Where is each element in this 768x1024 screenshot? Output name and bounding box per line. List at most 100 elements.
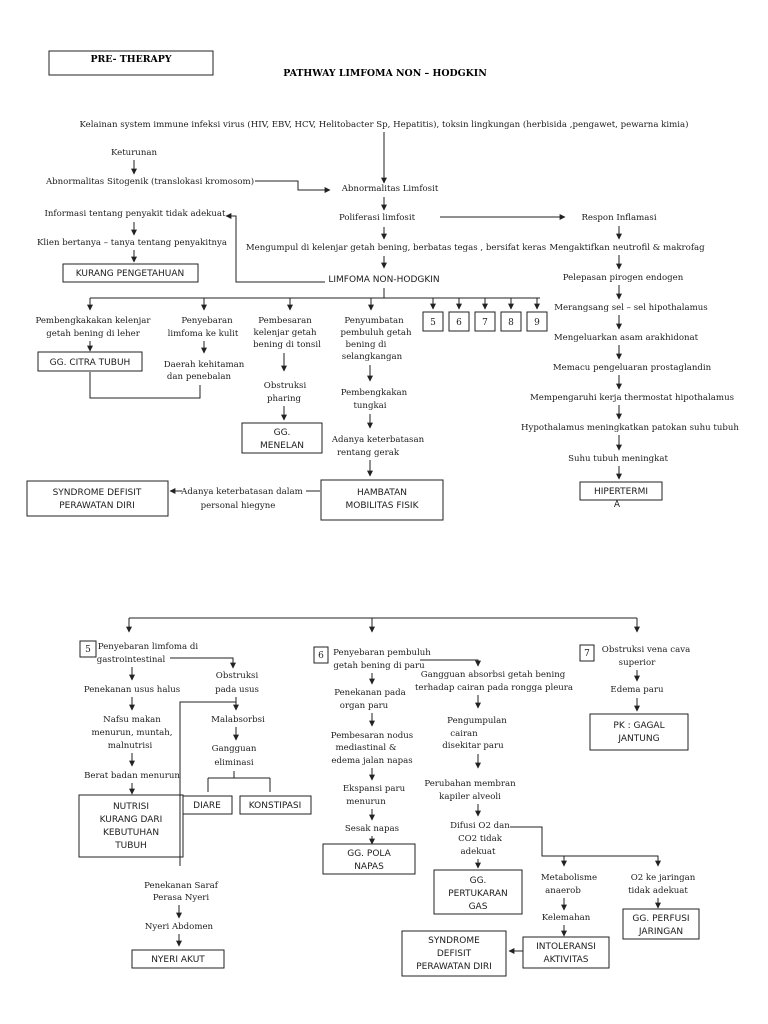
heart-failure-dx-label-1: PK : GAGAL xyxy=(613,721,664,731)
breathing-dx-label-2: NAPAS xyxy=(354,862,384,872)
gi-pain-text: Nyeri Abdomen xyxy=(145,922,214,932)
pre-therapy-label: PRE- THERAPY xyxy=(90,54,171,65)
groin-line-2: pembuluh getah xyxy=(340,328,411,338)
skin-line-2: limfoma ke kulit xyxy=(168,329,239,339)
inflammation-text: Respon Inflamasi xyxy=(581,213,656,223)
knowledge-dx-box xyxy=(62,263,199,283)
number-label-8: 8 xyxy=(508,318,514,328)
number-box-9 xyxy=(526,311,548,332)
lung-metabolism-2: anaerob xyxy=(545,886,581,896)
gi-nerve-2: Perasa Nyeri xyxy=(153,893,210,903)
gi-malabsorption-text: Malabsorbsi xyxy=(211,715,265,725)
client-asks-text: Klien bertanya – tanya tentang penyakitn… xyxy=(37,238,227,248)
heart-failure-dx-box xyxy=(589,713,689,751)
activity-dx-label-1: INTOLERANSI xyxy=(536,942,596,952)
number-box-6 xyxy=(448,311,470,332)
lung-diffusion-2: CO2 tidak xyxy=(458,834,503,844)
nutrition-dx-label-2: KURANG DARI xyxy=(100,815,163,825)
pain-dx-box xyxy=(131,949,225,969)
gi-elimination-2: eliminasi xyxy=(214,758,254,768)
lung-head-2: getah bening di paru xyxy=(333,661,425,671)
lung-weakness-text: Kelemahan xyxy=(542,913,591,923)
groin-swelling-1: Pembengkakan xyxy=(341,388,408,398)
lung-diffusion-3: adekuat xyxy=(460,847,496,857)
hyperthermia-dx-label: HIPERTERMI xyxy=(594,487,648,497)
gas-exchange-dx-label-3: GAS xyxy=(469,902,488,912)
gi-obstruction-2: pada usus xyxy=(215,685,259,695)
swallow-dx-label-1: GG. xyxy=(274,428,291,438)
swallow-dx-box xyxy=(241,422,323,454)
groin-line-3: bening di xyxy=(346,340,387,350)
skin-result-1: Daerah kehitaman xyxy=(164,360,245,370)
number-label-9: 9 xyxy=(534,318,540,328)
nhl-text: LIMFOMA NON-HODGKIN xyxy=(328,275,439,285)
lung-nodes-1: Pembesaran nodus xyxy=(331,731,413,741)
fever-step-1: Mengaktifkan neutrofil & makrofag xyxy=(549,243,705,253)
fever-chain: Mengaktifkan neutrofil & makrofagPelepas… xyxy=(521,243,739,480)
breathing-dx-label-1: GG. POLA xyxy=(347,849,391,859)
tonsil-obstruction-1: Obstruksi xyxy=(264,381,307,391)
gas-exchange-dx-label-2: PERTUKARAN xyxy=(448,889,507,899)
number-box-7 xyxy=(474,311,496,332)
gi-elimination-1: Gangguan xyxy=(212,744,257,754)
lung-dyspnea-text: Sesak napas xyxy=(345,824,399,834)
perfusion-dx-label-1: GG. PERFUSI xyxy=(632,914,689,924)
lung-nodes-2: mediastinal & xyxy=(335,743,396,753)
hygiene-text-2: personal hiegyne xyxy=(201,501,276,511)
lung-absorption-2: terhadap cairan pada rongga pleura xyxy=(415,683,573,693)
lung-fluid-2: cairan xyxy=(450,729,478,739)
heart-failure-dx-label-2: JANTUNG xyxy=(617,734,659,744)
cause-text: Kelainan system immune infeksi virus (HI… xyxy=(79,119,688,130)
selfcare-dx-box-top xyxy=(26,480,169,517)
gi-pressure-text: Penekanan usus halus xyxy=(84,685,180,695)
lung-membrane-2: kapiler alveoli xyxy=(439,792,501,802)
tonsil-obstruction-2: pharing xyxy=(267,394,302,404)
lung-membrane-1: Perubahan membran xyxy=(424,779,516,789)
gi-appetite-2: menurun, muntah, xyxy=(91,728,172,738)
mobility-dx-label-1: HAMBATAN xyxy=(357,488,407,498)
nutrition-dx-label-1: NUTRISI xyxy=(113,802,149,812)
info-inadequate-text: Informasi tentang penyakit tidak adekuat xyxy=(44,209,226,219)
lung-expansion-1: Ekspansi paru xyxy=(343,784,406,794)
cava-number-box xyxy=(579,644,595,662)
body-image-dx-label: GG. CITRA TUBUH xyxy=(50,358,131,368)
lymphocyte-abnormal-text: Abnormalitas Limfosit xyxy=(341,184,439,194)
gi-number-box xyxy=(79,640,97,658)
groin-limit-1: Adanya keterbatasan xyxy=(331,435,425,445)
fever-step-5: Memacu pengeluaran prostaglandin xyxy=(553,363,712,373)
fever-step-2: Pelepasan pirogen endogen xyxy=(563,273,684,283)
gather-nodes-text: Mengumpul di kelenjar getah bening, berb… xyxy=(246,243,546,253)
number-label-7: 7 xyxy=(482,318,488,328)
gi-obstruction-1: Obstruksi xyxy=(216,671,259,681)
cytogenetic-text: Abnormalitas Sitogenik (translokasi krom… xyxy=(45,176,254,187)
fever-step-3: Merangsang sel – sel hipothalamus xyxy=(554,303,707,313)
groin-line-1: Penyumbatan xyxy=(344,316,404,326)
lung-nodes-3: edema jalan napas xyxy=(331,756,412,766)
groin-swelling-2: tungkai xyxy=(353,401,386,411)
selfcare-dx-top-label-1: SYNDROME DEFISIT xyxy=(53,488,142,498)
skin-line-1: Penyebaran xyxy=(181,316,233,326)
lung-number: 6 xyxy=(318,651,324,661)
lung-metabolism-1: Metabolisme xyxy=(541,873,597,883)
hyperthermia-dx-label-tail: A xyxy=(614,500,621,510)
gas-exchange-dx-label-1: GG. xyxy=(470,876,487,886)
tonsil-line-1: Pembesaran xyxy=(258,316,312,326)
lung-expansion-2: menurun xyxy=(346,797,386,807)
heredity-text: Keturunan xyxy=(111,148,158,158)
groin-limit-2: rentang gerak xyxy=(337,448,400,458)
diarrhea-dx-label: DIARE xyxy=(193,801,221,811)
pain-dx-label: NYERI AKUT xyxy=(151,955,205,965)
neck-line-2: getah bening di leher xyxy=(46,329,141,339)
skin-result-2: dan penebalan xyxy=(167,372,232,382)
gi-weight-text: Berat badan menurun xyxy=(84,771,180,781)
number-label-6: 6 xyxy=(456,318,462,328)
tonsil-line-3: bening di tonsil xyxy=(253,340,321,350)
activity-dx-label-2: AKTIVITAS xyxy=(544,955,589,965)
gi-number: 5 xyxy=(85,645,91,655)
selfcare-dx-bottom-label-2: DEFISIT xyxy=(437,949,472,959)
fever-step-7: Hypothalamus meningkatkan patokan suhu t… xyxy=(521,423,739,433)
selfcare-dx-box-bottom xyxy=(401,930,507,977)
gi-appetite-3: malnutrisi xyxy=(108,741,153,751)
selfcare-dx-bottom-label-1: SYNDROME xyxy=(428,936,480,946)
